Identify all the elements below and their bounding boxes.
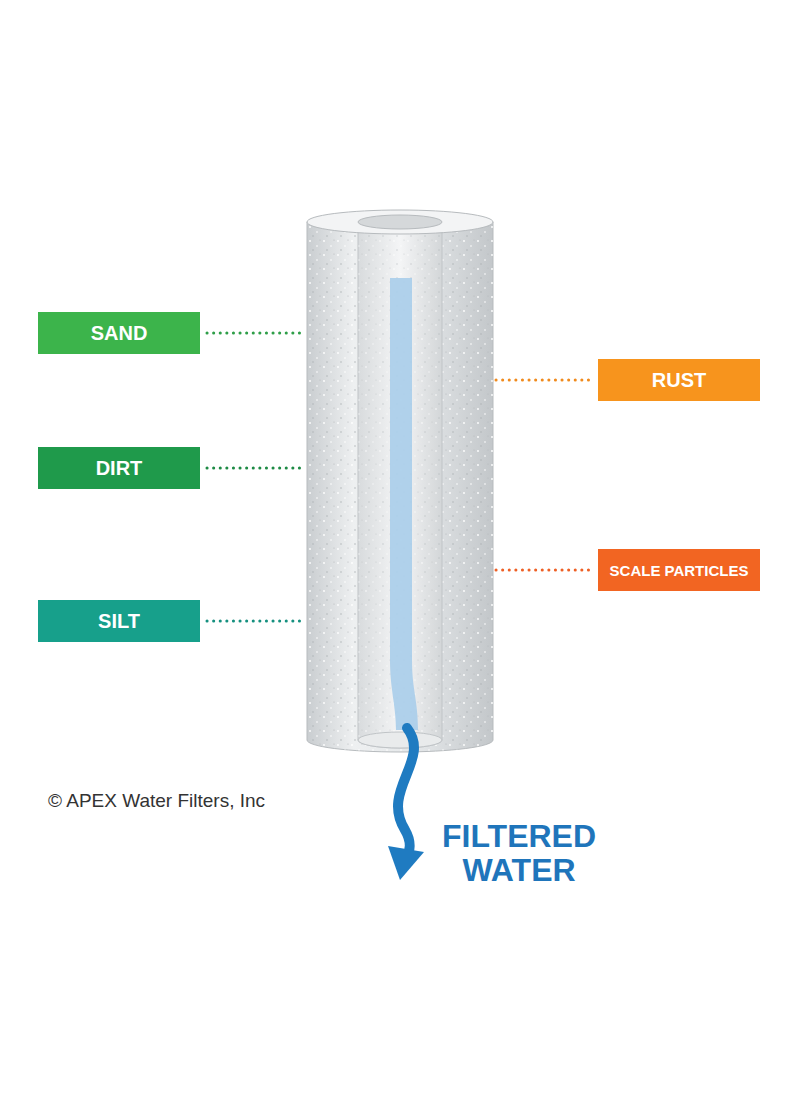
label-text: SCALE PARTICLES (610, 562, 749, 579)
water-arrow (398, 728, 414, 858)
leader-line (496, 569, 592, 572)
label-text: SAND (91, 322, 148, 345)
label-text: RUST (652, 369, 706, 392)
contaminant-label: SILT (38, 600, 200, 642)
leader-line (207, 467, 302, 470)
contaminant-label: SCALE PARTICLES (598, 549, 760, 591)
output-label: FILTERED WATER (424, 820, 614, 887)
contaminant-label: RUST (598, 359, 760, 401)
leader-line (207, 332, 302, 335)
contaminant-label: SAND (38, 312, 200, 354)
cartridge-body (307, 222, 493, 752)
cartridge-core (358, 226, 442, 748)
copyright-note: © APEX Water Filters, Inc (48, 790, 265, 813)
cartridge-texture (307, 222, 493, 752)
leader-line (207, 620, 302, 623)
label-text: SILT (98, 610, 140, 633)
core-bottom (358, 732, 442, 748)
core-texture (358, 226, 442, 748)
arrow-head (388, 846, 424, 880)
label-text: DIRT (96, 457, 143, 480)
contaminant-label: DIRT (38, 447, 200, 489)
water-flow (390, 278, 418, 730)
cartridge-top (307, 210, 493, 234)
leader-line (496, 379, 592, 382)
cartridge-hole (358, 215, 442, 229)
